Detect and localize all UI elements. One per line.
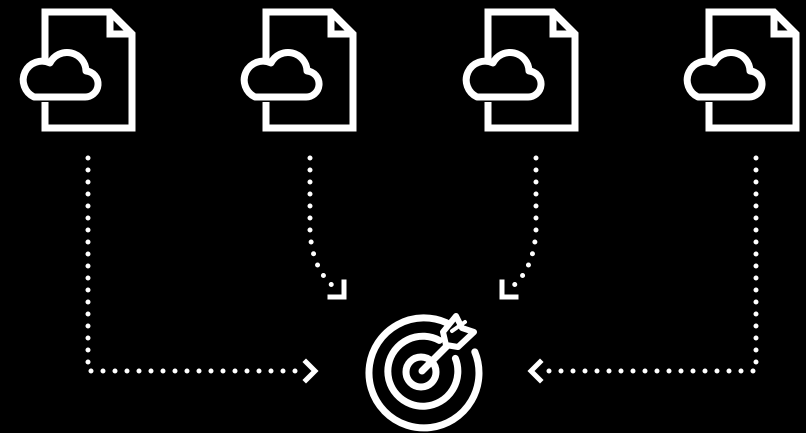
cloud-file-icon: [687, 12, 796, 128]
target-arrow-icon: [365, 313, 483, 432]
connector-4: [540, 155, 759, 374]
connector-1: [85, 155, 303, 374]
cloud-file-icon: [466, 12, 575, 128]
arrowhead-3: [499, 279, 519, 300]
cloud-file-icon: [23, 12, 132, 128]
cloud-file-icon: [244, 12, 353, 128]
arrowhead-2: [327, 279, 347, 300]
source-file-3: [466, 12, 575, 128]
connector-3: [505, 155, 539, 293]
arrowhead-1: [302, 358, 319, 384]
arrowhead-4: [527, 358, 544, 384]
source-file-2: [244, 12, 353, 128]
source-file-4: [687, 12, 796, 128]
connector-2: [307, 155, 341, 293]
source-file-1: [23, 12, 132, 128]
